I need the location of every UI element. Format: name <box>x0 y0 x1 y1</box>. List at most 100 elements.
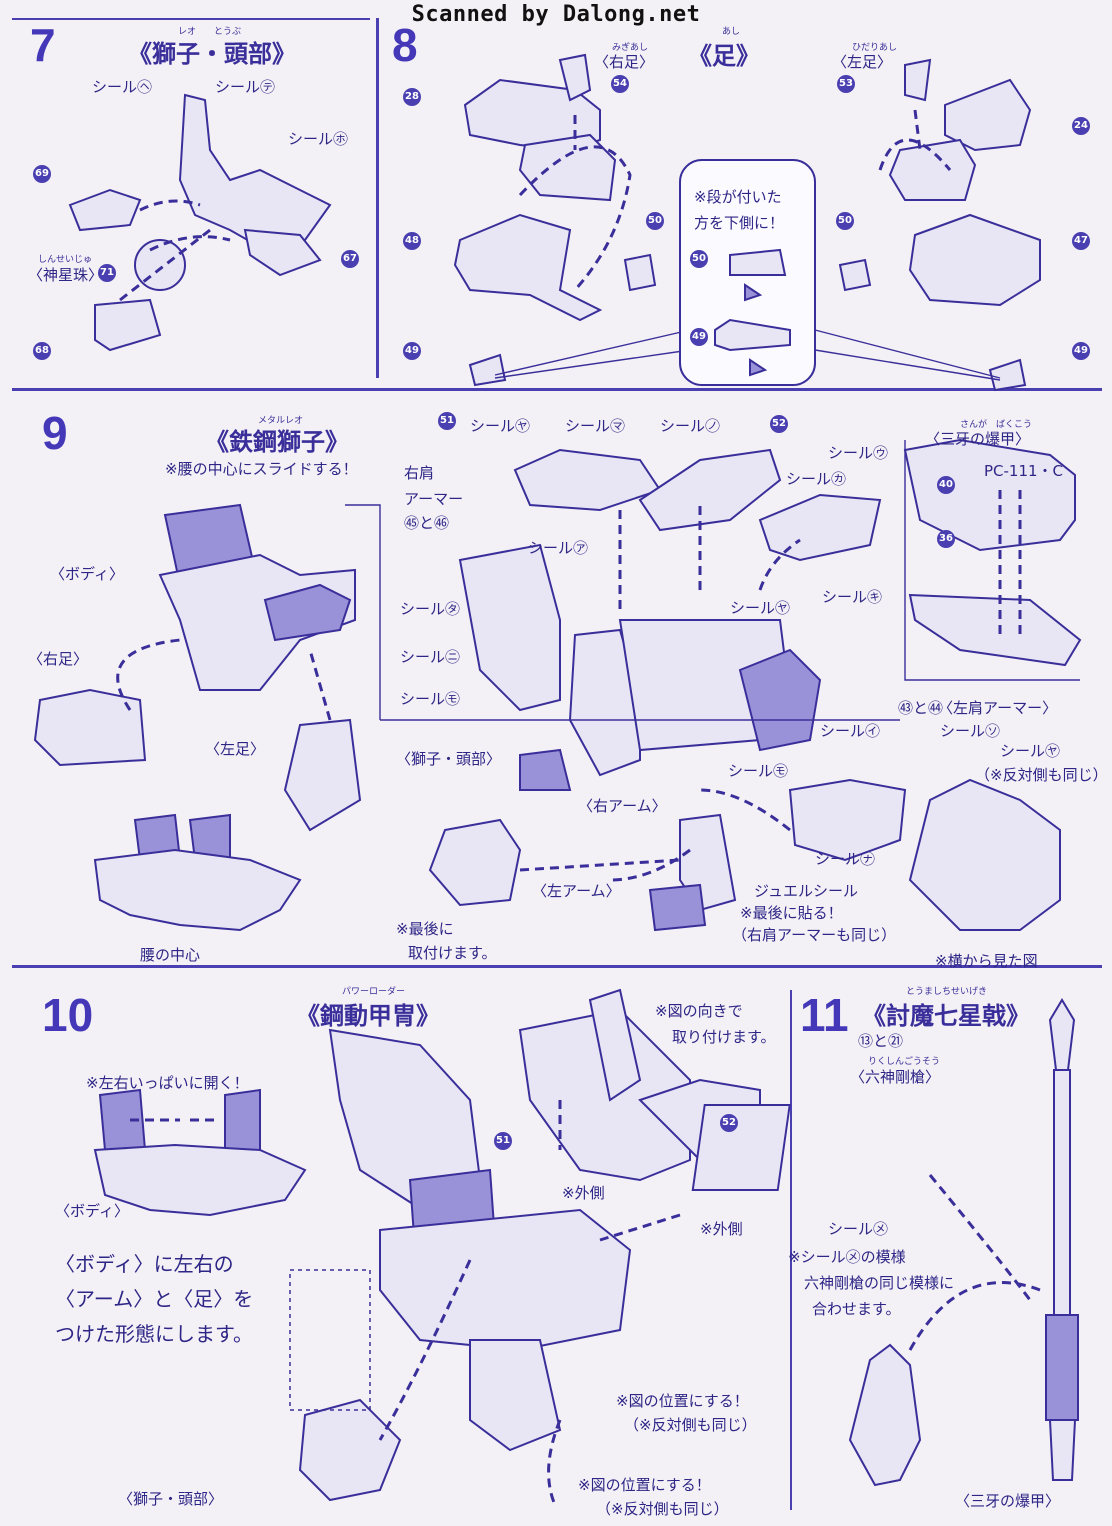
side-view-note: ※横から見た図 <box>935 952 1038 970</box>
seal-note-1: ※シール㋱の模様 <box>788 1248 906 1266</box>
step8-left-foot: 〈左足〉 <box>832 53 893 71</box>
step10-instruction-2: 〈アーム〉と〈足〉を <box>55 1287 254 1311</box>
step10-title: 《鋼動甲冑》 <box>296 1002 440 1030</box>
seal-so: シール㋞ <box>940 722 1001 740</box>
step7-sphere-label: 〈神星珠〉 <box>28 266 104 284</box>
seal-ka: シール㋕ <box>786 470 847 488</box>
step7-art <box>68 93 332 352</box>
step9-same-other-side: （※反対側も同じ） <box>975 766 1108 784</box>
seal-ya-right: シール㋳ <box>1000 742 1061 760</box>
step10-lion-head: 〈獅子・頭部〉 <box>118 1490 224 1508</box>
part-number-51-step10: 51 <box>494 1132 512 1150</box>
jewel-note-1: ※最後に貼る！ <box>740 904 843 922</box>
part-number-49-callout: 49 <box>690 328 708 346</box>
part-number-53: 53 <box>837 75 855 93</box>
seal-note-2: 六神剛槍の同じ模様に <box>804 1274 955 1292</box>
seal-ki: シール㋖ <box>822 588 883 606</box>
step9-right-arm: 〈右アーム〉 <box>578 797 667 815</box>
step9-title-ruby: メタルレオ <box>258 416 304 426</box>
step10-orient-note-1: ※図の向きで <box>655 1002 743 1020</box>
step9-last-attach-1: ※最後に <box>396 920 454 938</box>
step10-position-note-1: ※図の位置にする！ <box>616 1392 749 1410</box>
step9-title: 《鉄鋼獅子》 <box>205 428 349 456</box>
seal-a: シール㋐ <box>528 539 589 557</box>
jewel-note-2: （右肩アーマーも同じ） <box>732 926 897 944</box>
step9-right-shoulder-parts: ㊺と㊻ <box>404 514 450 532</box>
sanga-ruby: さんが ばくこう <box>960 420 1033 430</box>
step7-number: 7 <box>30 19 56 71</box>
step8-art <box>453 53 1041 392</box>
spear-ruby: りくしんごうそう <box>868 1057 941 1067</box>
step8-right-foot: 〈右足〉 <box>594 53 655 71</box>
part-number-28: 28 <box>403 88 421 106</box>
step10-outside-1: ※外側 <box>562 1184 605 1202</box>
spear-label: 〈六神剛槍〉 <box>850 1068 941 1086</box>
part-number-50-callout: 50 <box>690 250 708 268</box>
pc-part-label: PC-111・C <box>984 462 1064 480</box>
left-shoulder-armor: 〈左肩アーマー〉 <box>938 699 1058 717</box>
part-number-51-step9: 51 <box>438 412 456 430</box>
step9-right-shoulder-2: アーマー <box>404 490 464 508</box>
seal-ta: シール㋟ <box>400 600 461 618</box>
step9-left-arm: 〈左アーム〉 <box>532 882 621 900</box>
step10-art <box>93 988 761 1506</box>
step7-sphere-ruby: しんせいじゅ <box>38 255 93 265</box>
frame-divider-78 <box>376 18 379 378</box>
left-shoulder-parts: ㊸と㊹ <box>898 699 944 717</box>
step7-title-ruby: レオ とうぶ <box>178 27 242 37</box>
part-number-24: 24 <box>1072 117 1090 135</box>
seal-note-3: 合わせます。 <box>812 1300 901 1318</box>
step9-lion-head: 〈獅子・頭部〉 <box>396 750 502 768</box>
frame-top-left <box>12 18 370 20</box>
part-number-71: 71 <box>98 264 116 282</box>
step11-title: 《討魔七星戟》 <box>862 1002 1030 1030</box>
step10-title-ruby: パワーローダー <box>342 987 406 997</box>
step11-title-ruby: とうましちせいげき <box>906 987 988 997</box>
step9-right-foot: 〈右足〉 <box>28 650 89 668</box>
step9-waist-center: 腰の中心 <box>140 946 201 964</box>
step10-position-note-4: （※反対側も同じ） <box>596 1500 729 1518</box>
step10-number: 10 <box>42 989 94 1041</box>
part-number-68: 68 <box>33 342 51 360</box>
step11-sanga: 〈三牙の爆甲〉 <box>955 1492 1061 1510</box>
step10-orient-note-2: 取り付けます。 <box>672 1028 776 1046</box>
frame-bottom-78 <box>12 388 1102 391</box>
part-number-47: 47 <box>1072 232 1090 250</box>
step8-note-line2: 方を下側に！ <box>694 214 785 232</box>
seal-u: シール㋒ <box>828 444 889 462</box>
seal-mo-arm: シール㋲ <box>728 762 789 780</box>
part-number-69: 69 <box>33 165 51 183</box>
part-number-50-left: 50 <box>646 212 664 230</box>
step7-seal-te: シール㋢ <box>215 78 276 96</box>
step8-title: 《足》 <box>688 42 760 70</box>
seal-no: シール㋨ <box>660 417 721 435</box>
seal-me: シール㋱ <box>828 1220 889 1238</box>
part-number-67: 67 <box>341 250 359 268</box>
step11-parts-line: ⑬と㉑ <box>858 1032 904 1050</box>
step10-position-note-2: （※反対側も同じ） <box>624 1416 757 1434</box>
part-number-54: 54 <box>611 75 629 93</box>
part-number-52-step9: 52 <box>770 415 788 433</box>
part-number-50-right: 50 <box>836 212 854 230</box>
step11-art <box>691 998 1079 1487</box>
watermark: Scanned by Dalong.net <box>411 2 701 27</box>
part-number-40: 40 <box>937 476 955 494</box>
part-number-49-left: 49 <box>403 342 421 360</box>
step10-outside-2: ※外側 <box>700 1220 743 1238</box>
step9-number: 9 <box>42 407 68 459</box>
step11-number: 11 <box>800 989 849 1041</box>
step7-title: 《獅子・頭部》 <box>128 40 296 68</box>
step10-position-note-3: ※図の位置にする！ <box>578 1476 711 1494</box>
step7-seal-ho: シール㋭ <box>288 130 349 148</box>
step9-slide-note: ※腰の中心にスライドする！ <box>165 460 358 478</box>
seal-ni: シール㋥ <box>400 648 461 666</box>
step9-last-attach-2: 取付けます。 <box>408 944 497 962</box>
part-number-49-right: 49 <box>1072 342 1090 360</box>
step10-instruction-1: 〈ボディ〉に左右の <box>55 1252 234 1276</box>
seal-ya-top: シール㋳ <box>470 417 531 435</box>
seal-na: シール㋤ <box>815 850 876 868</box>
seal-ya-mid: シール㋳ <box>730 599 791 617</box>
step7-seal-he: シール㋬ <box>92 78 153 96</box>
seal-mo: シール㋲ <box>400 690 461 708</box>
